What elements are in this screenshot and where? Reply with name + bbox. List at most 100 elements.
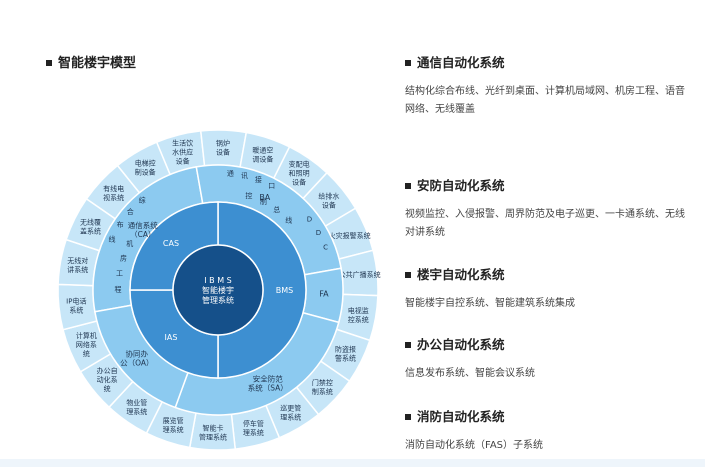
section-title-text: 通信自动化系统 <box>417 55 505 70</box>
label-line: 盖系统 <box>80 226 101 235</box>
bullet-icon <box>405 341 411 348</box>
label-line: 电视监 <box>348 306 369 315</box>
label-line: 变配电 <box>289 159 310 168</box>
label-line: 系统 <box>69 305 83 314</box>
ibms-wheel-diagram: 生活饮水供应设备锅炉设备暖通空调设备变配电和照明设备给排水设备火灾报警系统公共广… <box>57 129 381 451</box>
outer-segment-label: 办公自动化系统 <box>97 366 118 393</box>
section-title-text: 办公自动化系统 <box>417 337 505 352</box>
section-communication: 通信自动化系统 结构化综合布线、光纤到桌面、计算机局域网、机房工程、语音网络、无… <box>405 52 685 119</box>
label-line: BMS <box>276 286 293 295</box>
ca-side-char: 房 <box>120 253 127 262</box>
inner-label-bms: BMS <box>276 286 293 295</box>
bullet-icon <box>405 271 411 278</box>
ca-arc-char: 线 <box>108 234 115 243</box>
section-title-text: 消防自动化系统 <box>417 409 505 424</box>
ba-side-char: 制 <box>260 197 267 206</box>
section-office-title: 办公自动化系统 <box>405 334 685 353</box>
diagram-title: 智能楼宇模型 <box>46 52 136 71</box>
label-line: 理系统 <box>280 412 301 421</box>
label-line: 生活饮 <box>172 138 193 147</box>
section-security-title: 安防自动化系统 <box>405 175 685 194</box>
label-line: 调设备 <box>252 155 273 164</box>
section-building-title: 楼宇自动化系统 <box>405 264 685 283</box>
label-line: 无线对 <box>67 256 88 265</box>
label-line: 门禁控 <box>312 378 333 387</box>
ca-side-char: 机 <box>126 239 133 248</box>
label-line: 防盗报 <box>335 345 356 354</box>
ddc-char: C <box>323 244 328 252</box>
ba-arc-char: 讯 <box>241 172 248 180</box>
section-security: 安防自动化系统 视频监控、入侵报警、周界防范及电子巡更、一卡通系统、无线对讲系统 <box>405 175 685 242</box>
label-line: IP电话 <box>66 296 86 305</box>
label-line: 讲系统 <box>67 265 88 274</box>
ca-side-char: 程 <box>115 284 122 293</box>
ddc-char: D <box>307 216 312 224</box>
outer-segment-label: 火灾报警系统 <box>329 231 371 240</box>
label-line: 设备 <box>322 200 336 209</box>
label-line: 管理系统 <box>202 295 234 305</box>
inner-label-ias: IAS <box>165 333 178 342</box>
ca-arc-char: 综 <box>139 196 146 205</box>
label-line: （CA） <box>130 230 155 239</box>
label-line: 理系统 <box>243 428 264 437</box>
label-line: 警系统 <box>335 354 356 363</box>
section-office-desc: 信息发布系统、智能会议系统 <box>405 368 535 379</box>
label-line: 和照明 <box>289 168 310 177</box>
ca-side-char: 工 <box>116 270 123 278</box>
title-bullet-icon <box>46 59 52 66</box>
ddc-char: D <box>316 229 321 237</box>
bullet-icon <box>405 182 411 189</box>
label-line: 设备 <box>176 156 190 165</box>
label-line: 协同办 <box>126 348 149 358</box>
outer-segment-label: 公共广播系统 <box>339 270 381 279</box>
bottom-decoration-strip <box>0 459 705 467</box>
ba-side-char: 控 <box>245 191 252 200</box>
label-line: 火灾报警系统 <box>329 231 371 240</box>
bullet-icon <box>405 413 411 420</box>
label-line: 动化系 <box>97 375 118 384</box>
section-fire-title: 消防自动化系统 <box>405 406 685 425</box>
section-security-desc: 视频监控、入侵报警、周界防范及电子巡更、一卡通系统、无线对讲系统 <box>405 209 685 238</box>
label-line: 公共广播系统 <box>339 270 381 279</box>
label-line: 停车管 <box>243 419 264 428</box>
label-line: FA <box>319 289 329 298</box>
label-line: 系统（SA） <box>248 383 288 393</box>
label-line: 公（OA） <box>120 358 153 367</box>
section-building: 楼宇自动化系统 智能楼宇自控系统、智能建筑系统集成 <box>405 264 685 313</box>
label-line: 电梯控 <box>135 158 156 167</box>
ba-arc-char: 通 <box>227 169 234 178</box>
label-line: 安全防范 <box>253 374 283 384</box>
label-line: 视系统 <box>103 193 124 202</box>
label-line: 理系统 <box>163 425 184 434</box>
label-line: BA <box>259 193 270 202</box>
mid-label-fa: FA <box>319 289 329 298</box>
label-line: 办公自 <box>97 366 118 375</box>
label-line: I B M S <box>204 276 231 285</box>
label-line: 设备 <box>216 148 230 157</box>
core-circle <box>172 244 264 336</box>
label-line: CAS <box>163 239 179 248</box>
label-line: 无线覆 <box>80 217 101 226</box>
section-fire: 消防自动化系统 消防自动化系统（FAS）子系统 <box>405 406 685 455</box>
section-communication-title: 通信自动化系统 <box>405 52 685 71</box>
ba-arc-char: 口 <box>268 182 275 190</box>
section-office: 办公自动化系统 信息发布系统、智能会议系统 <box>405 334 685 383</box>
label-line: 水供应 <box>172 147 193 156</box>
ca-arc-char: 合 <box>127 207 134 216</box>
